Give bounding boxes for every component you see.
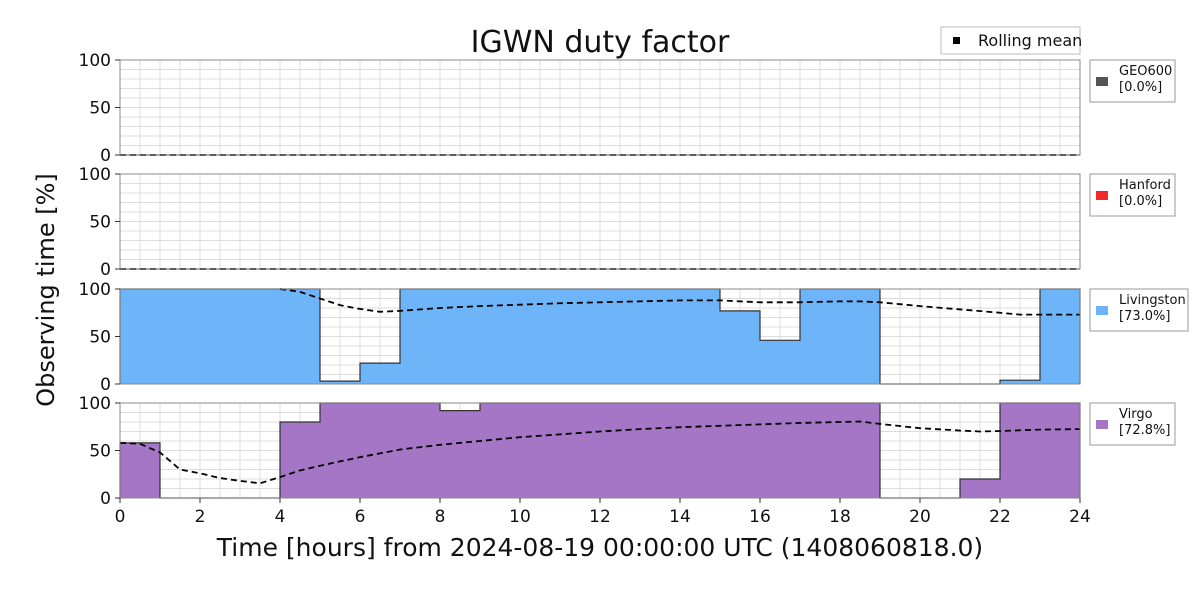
rolling-mean-legend-marker [953, 37, 960, 44]
livingston-bar-hour-23 [1040, 289, 1080, 384]
x-tick-label: 0 [115, 507, 126, 527]
livingston-bar-hour-0 [120, 289, 160, 384]
livingston-bar-hour-17 [800, 289, 840, 384]
livingston-bar-hour-13 [640, 289, 680, 384]
x-tick-label: 12 [589, 507, 611, 527]
x-tick-label: 24 [1069, 507, 1091, 527]
virgo-bar-hour-15 [720, 403, 760, 498]
x-tick-label: 18 [829, 507, 851, 527]
virgo-rolling-mean-line [119, 420, 1081, 485]
y-tick-label: 0 [100, 375, 111, 395]
y-tick-label: 100 [79, 51, 111, 71]
rolling-mean-legend-box [940, 26, 1081, 55]
virgo-bar-hour-6 [360, 403, 400, 498]
virgo-bar-hour-12 [600, 403, 640, 498]
chart-title: IGWN duty factor [471, 25, 730, 60]
x-axis-label: Time [hours] from 2024-08-19 00:00:00 UT… [216, 533, 983, 562]
livingston-legend-swatch [1096, 306, 1108, 315]
virgo-bar-hour-9 [480, 403, 520, 498]
livingston-bar-hour-6 [360, 363, 400, 384]
y-tick-label: 50 [89, 442, 111, 462]
virgo-bar-hour-11 [560, 403, 600, 498]
y-tick-label: 100 [79, 394, 111, 414]
hanford-legend-label-1: [0.0%] [1119, 194, 1162, 209]
virgo-bar-hour-21 [960, 479, 1000, 498]
x-tick-label: 8 [435, 507, 446, 527]
y-tick-label: 50 [89, 213, 111, 233]
livingston-bar-hour-5 [320, 381, 360, 384]
y-tick-label: 50 [89, 328, 111, 348]
livingston-bar-hour-15 [720, 310, 760, 384]
virgo-legend-label-0: Virgo [1119, 407, 1153, 422]
geo600-legend-label-0: GEO600 [1119, 64, 1172, 79]
livingston-bar-hour-8 [440, 289, 480, 384]
virgo-bar-hour-13 [640, 403, 680, 498]
virgo-bar-hour-10 [520, 403, 560, 498]
x-tick-label: 22 [989, 507, 1011, 527]
x-tick-label: 4 [275, 507, 286, 527]
virgo-bar-hour-5 [320, 403, 360, 498]
rolling-mean-legend: Rolling mean [940, 26, 1082, 55]
x-tick-label: 6 [355, 507, 366, 527]
virgo-bar-hour-4 [280, 422, 320, 498]
virgo-bar-hour-18 [840, 403, 880, 498]
x-tick-label: 2 [195, 507, 206, 527]
livingston-bar-hour-22 [1000, 380, 1040, 384]
geo600-legend-label-1: [0.0%] [1119, 80, 1162, 95]
y-axis-label: Observing time [%] [32, 173, 60, 407]
livingston-bar-hour-3 [240, 289, 280, 384]
x-tick-label: 16 [749, 507, 771, 527]
y-tick-label: 100 [79, 280, 111, 300]
livingston-legend-label-0: Livingston [1119, 293, 1186, 308]
livingston-bar-hour-1 [160, 289, 200, 384]
livingston-rolling-mean-line [279, 288, 1080, 316]
livingston-bar-hour-9 [480, 289, 520, 384]
y-tick-label: 0 [100, 260, 111, 280]
virgo-legend-label-1: [72.8%] [1119, 423, 1170, 438]
virgo-bar-hour-8 [440, 410, 480, 498]
y-tick-label: 0 [100, 146, 111, 166]
x-tick-label: 10 [509, 507, 531, 527]
livingston-bar-hour-14 [680, 289, 720, 384]
y-tick-label: 50 [89, 99, 111, 119]
virgo-bar-hour-7 [400, 403, 440, 498]
panels: 050100GEO600[0.0%]050100Hanford[0.0%]050… [79, 51, 1189, 527]
livingston-bar-hour-18 [840, 289, 880, 384]
rolling-mean-legend-label: Rolling mean [978, 31, 1082, 50]
virgo-bar-hour-17 [800, 403, 840, 498]
x-tick-label: 14 [669, 507, 691, 527]
y-tick-label: 0 [100, 489, 111, 509]
livingston-bar-hour-16 [760, 340, 800, 384]
hanford-legend-swatch [1096, 191, 1108, 200]
livingston-bar-hour-12 [600, 289, 640, 384]
virgo-bar-hour-22 [1000, 403, 1040, 498]
hanford-legend-label-0: Hanford [1119, 178, 1171, 193]
virgo-bar-hour-23 [1040, 403, 1080, 498]
y-tick-label: 100 [79, 165, 111, 185]
livingston-bar-hour-2 [200, 289, 240, 384]
x-tick-label: 20 [909, 507, 931, 527]
livingston-legend-label-1: [73.0%] [1119, 309, 1170, 324]
livingston-bar-hour-4 [280, 289, 320, 384]
livingston-bar-hour-11 [560, 289, 600, 384]
livingston-bar-hour-7 [400, 289, 440, 384]
virgo-bar-hour-16 [760, 403, 800, 498]
geo600-legend-swatch [1096, 77, 1108, 86]
virgo-legend-swatch [1096, 420, 1108, 429]
virgo-bar-hour-14 [680, 403, 720, 498]
virgo-bar-hour-0 [120, 442, 160, 498]
